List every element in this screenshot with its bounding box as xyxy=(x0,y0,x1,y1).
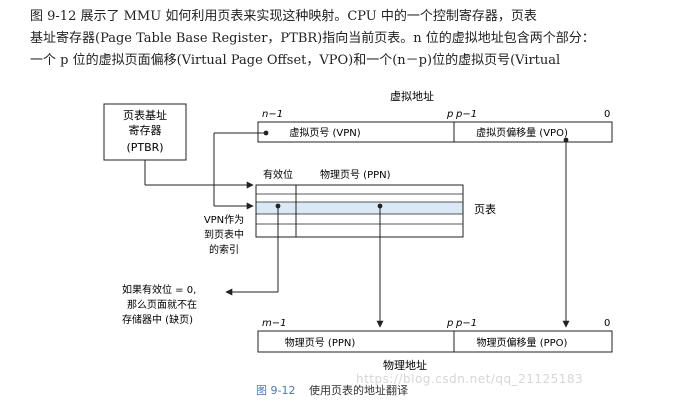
pa-bit-p-minus-1: p−1 xyxy=(455,318,477,329)
pa-bit-p: p xyxy=(446,318,453,329)
virtual-address-register xyxy=(257,121,613,143)
indexed-row-highlight xyxy=(256,202,463,214)
page-table-label: 页表 xyxy=(474,202,496,216)
ptbr-box xyxy=(103,103,187,161)
vpo-field: 虚拟页偏移量 (VPO) xyxy=(476,126,568,139)
va-bit-high: n−1 xyxy=(262,109,283,120)
paragraph-line-2: 基址寄存器(Page Table Base Register，PTBR)指向当前… xyxy=(30,31,595,46)
index-note-line2: 到页表中 xyxy=(204,228,244,241)
pa-bit-zero: 0 xyxy=(604,318,610,329)
index-note-line3: 的索引 xyxy=(209,243,239,256)
physical-address-register xyxy=(257,330,613,353)
caption-number: 图 9-12 xyxy=(256,384,296,397)
ppn-field: 物理页号 (PPN) xyxy=(285,336,356,349)
physical-address-title: 物理地址 xyxy=(383,358,427,372)
ptbr-label-line1: 页表基址 xyxy=(123,108,167,122)
ptbr-label-line2: 寄存器 xyxy=(129,123,162,137)
ppo-field: 物理页偏移量 (PPO) xyxy=(477,336,568,349)
va-bit-zero: 0 xyxy=(604,109,610,120)
ptbr-label-line3: (PTBR) xyxy=(126,141,163,154)
ppn-column-header: 物理页号 (PPN) xyxy=(320,168,391,181)
paragraph-line-1: 图 9-12 展示了 MMU 如何利用页表来实现这种映射。CPU 中的一个控制寄… xyxy=(30,9,537,24)
paragraph-line-3: 一个 p 位的虚拟页面偏移(Virtual Page Offset，VPO)和一… xyxy=(30,53,561,68)
vpn-field: 虚拟页号 (VPN) xyxy=(289,126,360,139)
va-bit-p-minus-1: p−1 xyxy=(455,109,477,120)
figure-caption: 图 9-12 使用页表的地址翻译 xyxy=(256,382,408,398)
pa-bit-high: m−1 xyxy=(262,318,286,329)
caption-text: 使用页表的地址翻译 xyxy=(308,384,408,397)
valid-note-line2: 那么页面就不在 xyxy=(127,298,197,311)
valid-bit-header: 有效位 xyxy=(263,168,293,181)
va-bit-p: p xyxy=(446,109,453,120)
valid-note-line3: 存储器中 (缺页) xyxy=(122,313,193,326)
valid-note-line1: 如果有效位 = 0, xyxy=(122,283,196,296)
watermark: https://blog.csdn.net/qq_21125183 xyxy=(356,372,584,386)
virtual-address-title: 虚拟地址 xyxy=(390,89,434,103)
index-note-line1: VPN作为 xyxy=(204,214,244,226)
page-table xyxy=(255,184,464,238)
